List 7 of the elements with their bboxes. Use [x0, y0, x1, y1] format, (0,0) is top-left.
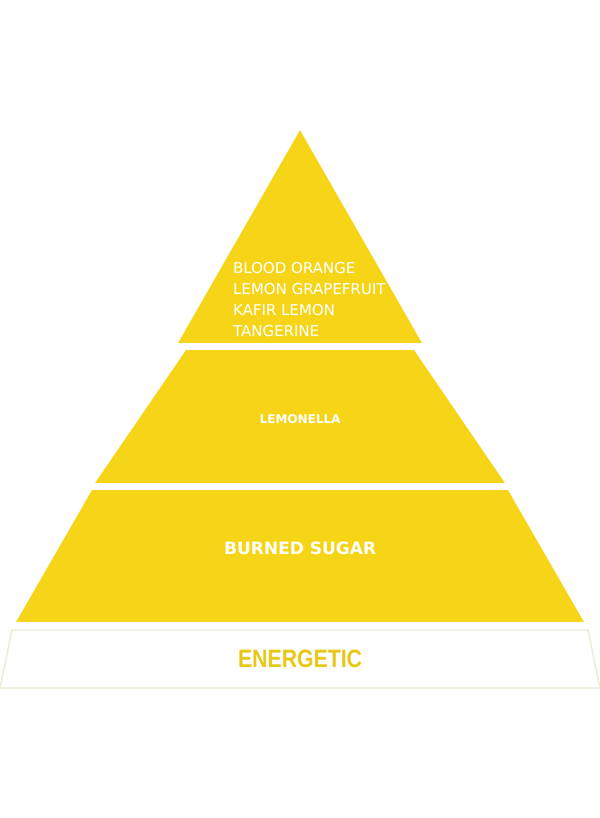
note-text: BURNED SUGAR — [224, 538, 376, 560]
note-text: LEMONELLA — [260, 411, 340, 427]
note-text: KAFIR LEMON — [233, 300, 335, 321]
note-text: BLOOD ORANGE — [233, 258, 356, 279]
note-text: ENERGETIC — [238, 644, 362, 674]
note-text: TANGERINE — [233, 321, 320, 342]
note-text: LEMON GRAPEFRUIT — [233, 279, 386, 300]
